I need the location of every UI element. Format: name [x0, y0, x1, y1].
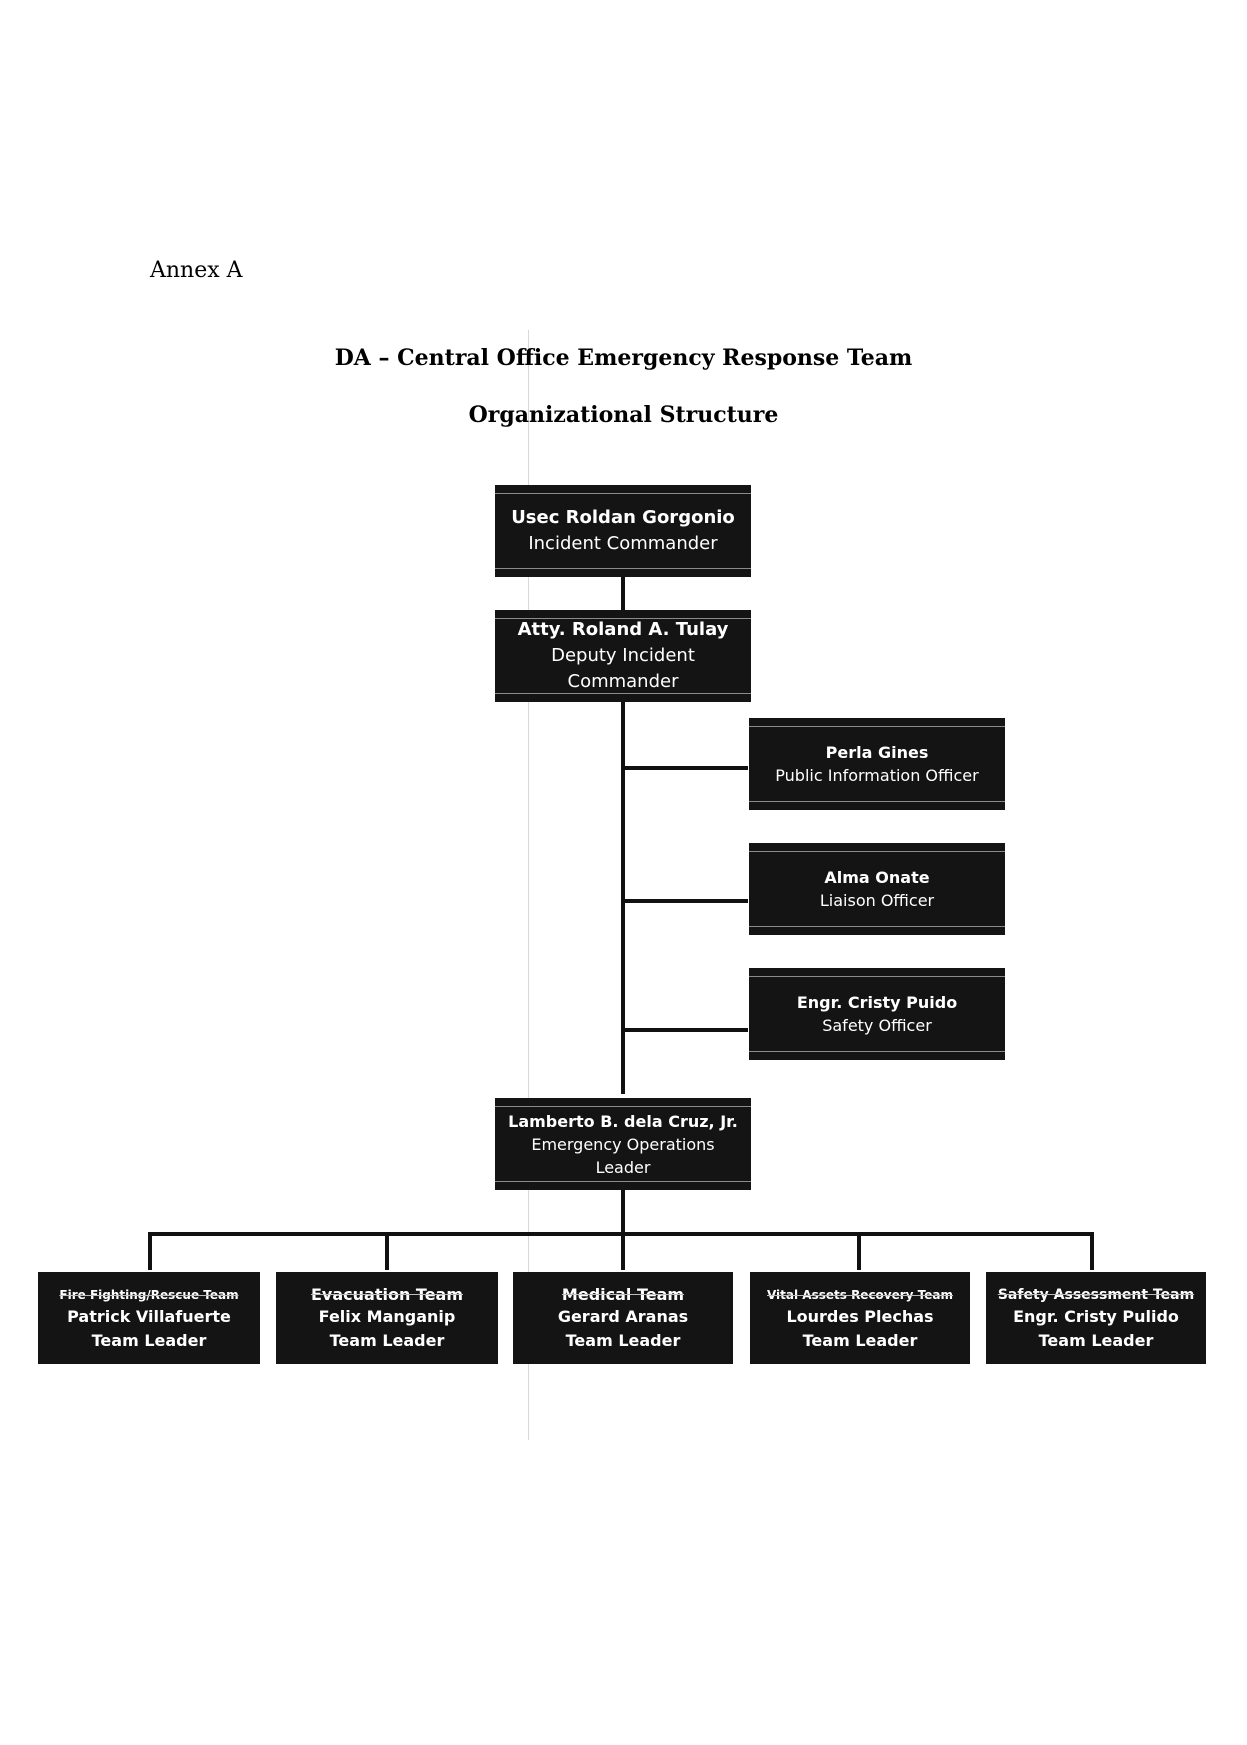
connector-safety [623, 1028, 748, 1032]
liaison-role: Liaison Officer [819, 891, 935, 910]
team-box-fire-fighting-rescue: Fire Fighting/Rescue Team Patrick Villaf… [38, 1272, 260, 1364]
team-name: Vital Assets Recovery Team [766, 1288, 954, 1302]
team-box-evacuation: Evacuation Team Felix Manganip Team Lead… [276, 1272, 498, 1364]
operations-leader-role: Emergency Operations Leader [531, 1134, 715, 1177]
team-leader-role: Team Leader [1038, 1331, 1154, 1350]
team-box-vital-assets-recovery: Vital Assets Recovery Team Lourdes Plech… [750, 1272, 970, 1364]
team-leader-name: Gerard Aranas [557, 1307, 689, 1326]
safety-officer-name: Engr. Cristy Puido [796, 993, 958, 1012]
team-leader-role: Team Leader [91, 1331, 207, 1350]
connector-operations-bus [621, 1184, 625, 1234]
team-leader-role: Team Leader [802, 1331, 918, 1350]
connector-liaison [623, 899, 748, 903]
liaison-officer-box: Alma Onate Liaison Officer [749, 843, 1005, 935]
pio-role: Public Information Officer [775, 766, 979, 785]
pio-name: Perla Gines [825, 743, 929, 762]
team-box-safety-assessment: Safety Assessment Team Engr. Cristy Puli… [986, 1272, 1206, 1364]
connector-commander-deputy [621, 574, 625, 610]
emergency-operations-leader-box: Lamberto B. dela Cruz, Jr. Emergency Ope… [495, 1098, 751, 1190]
safety-officer-role: Safety Officer [822, 1016, 932, 1035]
team-leader-name: Patrick Villafuerte [67, 1307, 231, 1326]
operations-leader-name: Lamberto B. dela Cruz, Jr. [508, 1111, 738, 1131]
connector-team-4 [857, 1232, 861, 1270]
team-leader-role: Team Leader [565, 1331, 681, 1350]
connector-team-2 [385, 1232, 389, 1270]
safety-officer-box: Engr. Cristy Puido Safety Officer [749, 968, 1005, 1060]
deputy-incident-commander-box: Atty. Roland A. Tulay Deputy Incident Co… [495, 610, 751, 702]
team-box-medical: Medical Team Gerard Aranas Team Leader [513, 1272, 733, 1364]
incident-commander-role: Incident Commander [528, 533, 718, 554]
team-leader-name: Engr. Cristy Pulido [1013, 1307, 1179, 1326]
team-name: Safety Assessment Team [997, 1287, 1195, 1303]
incident-commander-box: Usec Roldan Gorgonio Incident Commander [495, 485, 751, 577]
team-name: Medical Team [561, 1285, 685, 1304]
scan-fold-line [528, 330, 529, 1440]
connector-team-1 [148, 1232, 152, 1270]
team-leader-name: Felix Manganip [318, 1307, 456, 1326]
connector-team-3 [621, 1232, 625, 1270]
chart-subtitle: Organizational Structure [468, 402, 779, 428]
connector-deputy-operations [621, 698, 625, 1094]
team-leader-role: Team Leader [329, 1331, 445, 1350]
team-name: Evacuation Team [310, 1285, 464, 1304]
connector-pio [623, 766, 748, 770]
chart-title: DA – Central Office Emergency Response T… [334, 345, 913, 371]
deputy-commander-name: Atty. Roland A. Tulay [517, 619, 729, 640]
public-information-officer-box: Perla Gines Public Information Officer [749, 718, 1005, 810]
deputy-commander-role: Deputy Incident Commander [551, 645, 695, 692]
incident-commander-name: Usec Roldan Gorgonio [511, 507, 735, 528]
annex-label: Annex A [150, 258, 243, 283]
team-name: Fire Fighting/Rescue Team [59, 1288, 239, 1302]
liaison-name: Alma Onate [824, 868, 930, 887]
team-leader-name: Lourdes Plechas [786, 1307, 934, 1326]
connector-team-5 [1090, 1232, 1094, 1270]
